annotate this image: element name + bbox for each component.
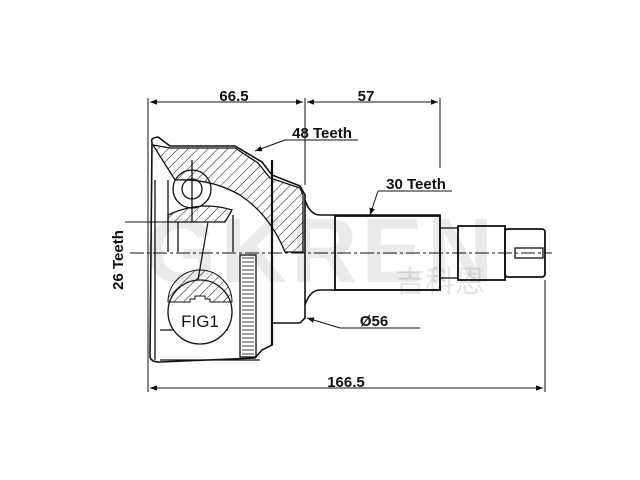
housing-outline [149, 136, 306, 363]
callout-abs-teeth: 48 Teeth [292, 125, 352, 142]
dim-diameter: Ø56 [360, 313, 388, 330]
callout-inner-spline: 26 Teeth [110, 230, 127, 290]
abs-teeth [242, 257, 254, 355]
dim-outer-length: 66.5 [219, 88, 248, 105]
callout-outer-spline: 30 Teeth [386, 176, 446, 193]
fig1-label: FIG1 [181, 312, 219, 331]
fig1-detail: FIG1 [167, 221, 233, 345]
inner-race-section [167, 205, 233, 223]
dimension-lines [125, 98, 546, 392]
abs-ring [239, 254, 257, 358]
dim-total-length: 166.5 [327, 374, 365, 391]
fig1-leader [197, 221, 209, 281]
dim-shaft-length: 57 [358, 88, 375, 105]
